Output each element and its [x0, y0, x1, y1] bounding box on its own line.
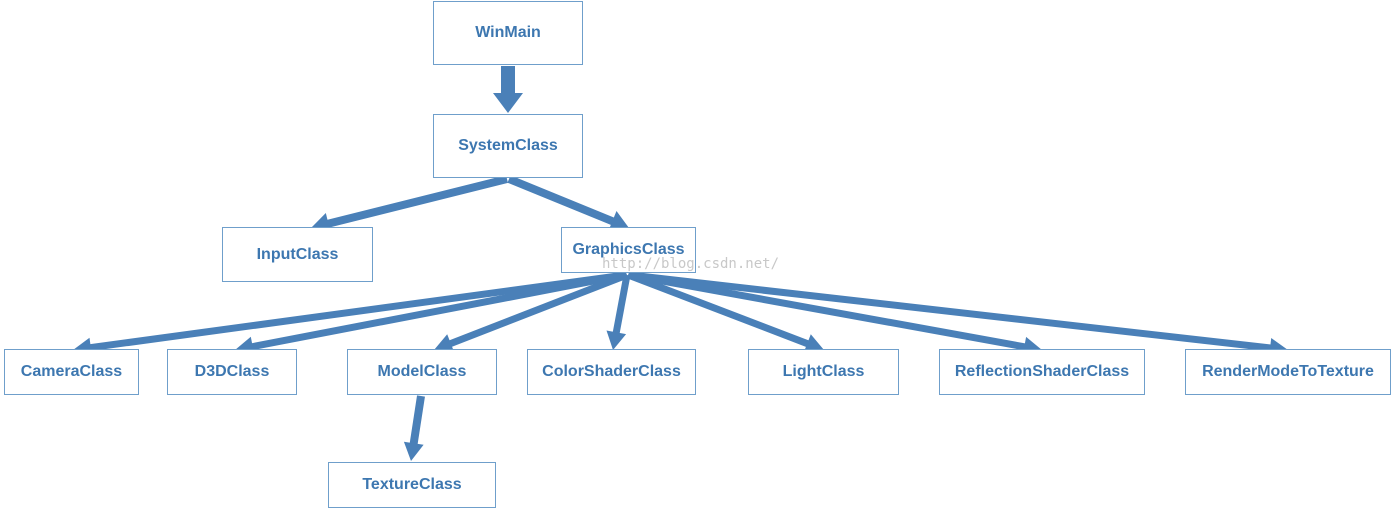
node-d3dclass: D3DClass — [167, 349, 297, 395]
edge-shaft — [612, 274, 631, 334]
edge-shaft — [326, 175, 508, 228]
node-systemclass: SystemClass — [433, 114, 583, 178]
arrowhead — [434, 334, 455, 353]
edge-graphicsclass-to-modelclass — [434, 271, 629, 353]
node-rendermodetotexture: RenderModeToTexture — [1185, 349, 1391, 395]
edge-shaft — [628, 271, 1026, 351]
edge-graphicsclass-to-d3dclass — [235, 271, 626, 357]
node-inputclass: InputClass — [222, 227, 373, 282]
edge-graphicsclass-to-lightclass — [626, 271, 824, 353]
node-reflectionshaderclass: ReflectionShaderClass — [939, 349, 1145, 395]
edge-graphicsclass-to-colorshaderclass — [606, 274, 631, 350]
edge-shaft — [89, 271, 626, 352]
node-textureclass: TextureClass — [328, 462, 496, 508]
node-cameraclass: CameraClass — [4, 349, 139, 395]
arrowhead — [803, 334, 824, 353]
node-modelclass: ModelClass — [347, 349, 497, 395]
watermark-text: http://blog.csdn.net/ — [602, 256, 780, 272]
edge-shaft — [626, 271, 810, 348]
node-graphicsclass: GraphicsClass — [561, 227, 696, 273]
node-winmain: WinMain — [433, 1, 583, 65]
edge-shaft — [507, 175, 615, 226]
arrowhead — [608, 211, 629, 232]
arrowhead — [606, 330, 627, 350]
edge-systemclass-to-inputclass — [311, 175, 508, 235]
edge-shaft — [409, 395, 425, 445]
node-lightclass: LightClass — [748, 349, 899, 395]
edge-shaft — [629, 271, 1272, 352]
edge-shaft — [448, 271, 629, 348]
edge-winmain-to-systemclass — [493, 66, 523, 113]
edge-systemclass-to-graphicsclass — [507, 175, 629, 232]
arrowhead — [403, 441, 424, 461]
edge-shaft — [251, 271, 626, 351]
edge-modelclass-to-textureclass — [403, 395, 425, 461]
node-colorshaderclass: ColorShaderClass — [527, 349, 696, 395]
arrowhead — [493, 93, 523, 113]
